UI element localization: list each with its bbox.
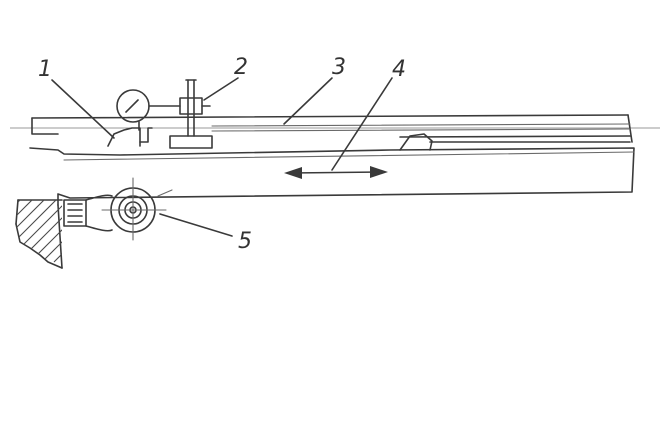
leader-5 [159, 213, 233, 237]
pulley-icon [85, 177, 173, 241]
guide-rail [31, 114, 633, 143]
connector-block [63, 199, 87, 227]
indicator-fixture [107, 127, 213, 149]
callout-1: 1 [38, 57, 52, 82]
rail-wedge [399, 133, 433, 151]
double-arrow-icon [284, 166, 388, 179]
leader-4 [331, 77, 393, 171]
leader-2 [203, 77, 239, 101]
callout-3: 3 [332, 55, 346, 80]
callout-5: 5 [238, 229, 252, 254]
dial-indicator-icon [116, 89, 181, 131]
base-section [15, 199, 63, 269]
leader-1 [51, 79, 115, 139]
callout-2: 2 [234, 55, 248, 80]
indicator-stand [179, 79, 211, 137]
leader-3 [283, 77, 333, 125]
slide-body [29, 147, 635, 269]
callout-4: 4 [392, 57, 406, 82]
